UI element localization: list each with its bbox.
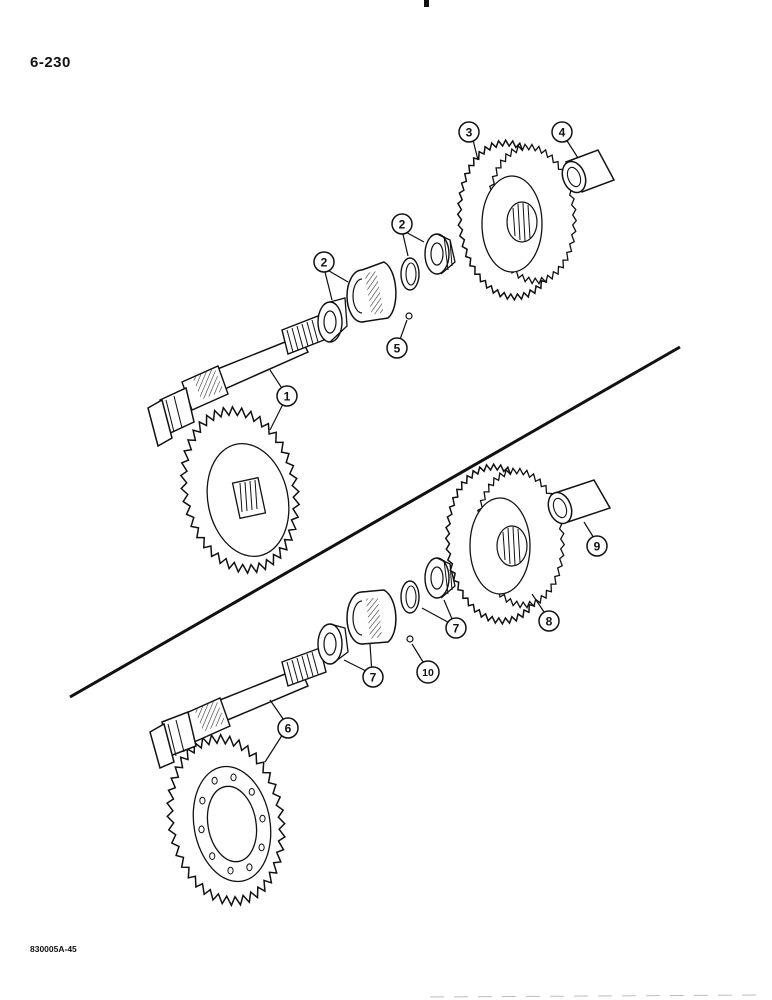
callout-5: 5 (386, 337, 408, 359)
callout-2-left-label: 2 (321, 256, 328, 270)
lower-spur-gear (444, 462, 566, 626)
bolt-hole (209, 852, 216, 860)
upper-bearing-cone-right (424, 233, 456, 275)
callout-1: 1 (276, 385, 298, 407)
lower-bearing-cone-right (424, 557, 456, 599)
lower-pinion-shaft (149, 647, 327, 770)
callout-10-label: 10 (422, 667, 434, 679)
callout-2-right-label: 2 (399, 218, 406, 232)
callout-9-label: 9 (594, 540, 601, 554)
callout-6-label: 6 (285, 722, 292, 736)
assembly-divider-line (69, 345, 681, 699)
upper-ball (405, 312, 413, 320)
callout-8-label: 8 (546, 615, 553, 629)
callout-4-label: 4 (559, 126, 566, 140)
bolt-hole (211, 776, 218, 785)
callout-7-right-label: 7 (453, 622, 460, 636)
page-number: 6-230 (30, 54, 71, 71)
lower-sleeve (547, 479, 612, 525)
lower-snap-ring (400, 580, 420, 614)
callout-5-label: 5 (394, 342, 401, 356)
lower-bevel-ring-gear (166, 732, 286, 908)
callout-3: 3 (458, 121, 480, 143)
callout-1-label: 1 (284, 390, 291, 404)
bolt-hole (198, 825, 205, 834)
upper-bevel-ring-gear (179, 405, 301, 575)
figure-code: 830005A-45 (30, 944, 77, 954)
upper-bearing-cup (346, 261, 397, 323)
top-edge-mark (424, 0, 429, 7)
upper-assembly (147, 138, 616, 575)
lower-bearing-cone-left (317, 623, 349, 665)
callout-4: 4 (551, 121, 573, 143)
lower-bearing-cup (346, 589, 397, 645)
callout-7-left-label: 7 (370, 671, 377, 685)
upper-pinion-shaft (147, 315, 325, 448)
bolt-hole (246, 863, 253, 872)
bolt-hole (259, 814, 266, 823)
callout-3-label: 3 (466, 126, 473, 140)
bolt-hole (199, 796, 206, 805)
callout-8: 8 (538, 610, 560, 632)
bolt-hole (230, 773, 237, 782)
callout-9: 9 (586, 535, 608, 557)
upper-snap-ring (400, 257, 420, 291)
scan-edge-dashes (429, 994, 761, 998)
callout-10: 10 (416, 660, 440, 684)
lower-assembly (149, 462, 612, 908)
bolt-hole (227, 866, 234, 875)
upper-sleeve (561, 149, 616, 194)
callout-6: 6 (277, 717, 299, 739)
upper-bearing-cone-left (317, 297, 348, 343)
bolt-hole (248, 788, 255, 796)
callout-7-left: 7 (362, 666, 384, 688)
callout-2-right: 2 (391, 213, 413, 235)
callout-2-left: 2 (313, 251, 335, 273)
lower-ball (406, 635, 414, 643)
callout-7-right: 7 (445, 617, 467, 639)
upper-spur-gear (456, 138, 578, 302)
bolt-hole (258, 843, 265, 852)
